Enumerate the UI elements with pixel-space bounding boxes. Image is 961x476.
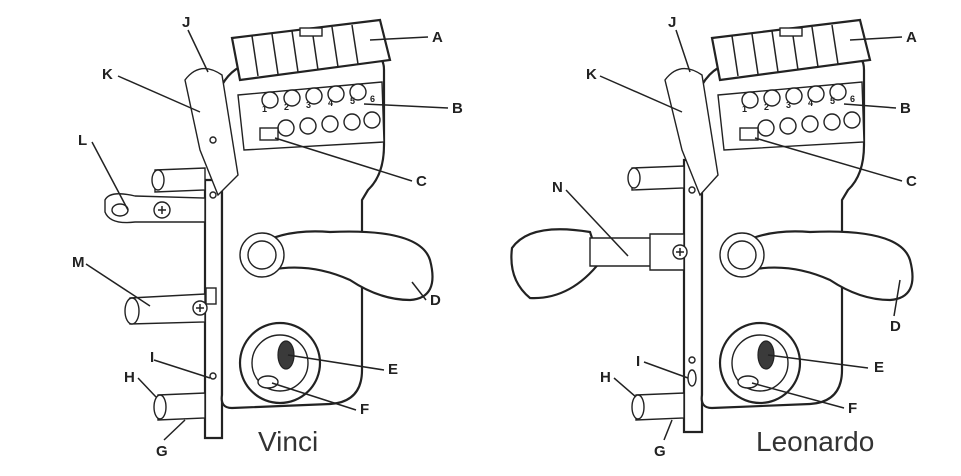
vinci-keypad-digit: 6 <box>370 94 375 104</box>
vinci-key-pin <box>104 193 206 224</box>
vinci-label-l: L <box>78 132 87 149</box>
leonardo-label-i: I <box>636 353 640 370</box>
leonardo-lock: A B C D E F J K N I H G Leonardo <box>510 14 917 460</box>
leonardo-label-h: H <box>600 369 611 386</box>
leonardo-label-c: C <box>906 173 917 190</box>
leonardo-keypad-digit: 6 <box>850 94 855 104</box>
vinci-label-m: M <box>72 254 85 271</box>
leonardo-knob <box>510 228 688 300</box>
leonardo-caption: Leonardo <box>756 426 874 457</box>
vinci-keypad-digit: 2 <box>284 102 289 112</box>
leonardo-label-d: D <box>890 318 901 335</box>
leonardo-label-j: J <box>668 14 676 31</box>
vinci-keypad-digit: 3 <box>306 100 311 110</box>
leonardo-label-f: F <box>848 400 857 417</box>
leonardo-label-a: A <box>906 29 917 46</box>
leonardo-leader-lines <box>565 29 903 441</box>
leonardo-keypad-digit: 3 <box>786 100 791 110</box>
vinci-caption: Vinci <box>258 426 318 457</box>
vinci-pin-g <box>153 392 206 421</box>
vinci-label-b: B <box>452 100 463 117</box>
vinci-label-e: E <box>388 361 398 378</box>
leonardo-keypad-digit: 4 <box>808 98 813 108</box>
leonardo-label-g: G <box>654 443 666 460</box>
vinci-label-h: H <box>124 369 135 386</box>
vinci-keypad-digit: 1 <box>262 104 267 114</box>
vinci-label-g: G <box>156 443 168 460</box>
leonardo-label-k: K <box>586 66 597 83</box>
vinci-label-k: K <box>102 66 113 83</box>
leonardo-keypad-digit: 1 <box>742 104 747 114</box>
vinci-label-a: A <box>432 29 443 46</box>
leonardo-keypad-digit: 2 <box>764 102 769 112</box>
vinci-label-c: C <box>416 173 427 190</box>
vinci-keypad-buttons <box>261 83 381 137</box>
leonardo-pin-g <box>631 392 685 421</box>
leonardo-label-b: B <box>900 100 911 117</box>
vinci-label-d: D <box>430 292 441 309</box>
vinci-pin-m <box>124 287 217 325</box>
vinci-keypad-digit: 4 <box>328 98 333 108</box>
leonardo-label-n: N <box>552 179 563 196</box>
vinci-label-j: J <box>182 14 190 31</box>
vinci-label-i: I <box>150 349 154 366</box>
leonardo-faceplate <box>682 158 704 434</box>
leonardo-label-e: E <box>874 359 884 376</box>
vinci-label-f: F <box>360 401 369 418</box>
vinci-leader-lines <box>85 29 449 441</box>
leonardo-keypad-buttons <box>741 83 861 137</box>
vinci-lock: A B C D E F J K L M I H G Vinci <box>72 14 463 460</box>
leonardo-keypad-digit: 5 <box>830 96 835 106</box>
vinci-keypad-digit: 5 <box>350 96 355 106</box>
